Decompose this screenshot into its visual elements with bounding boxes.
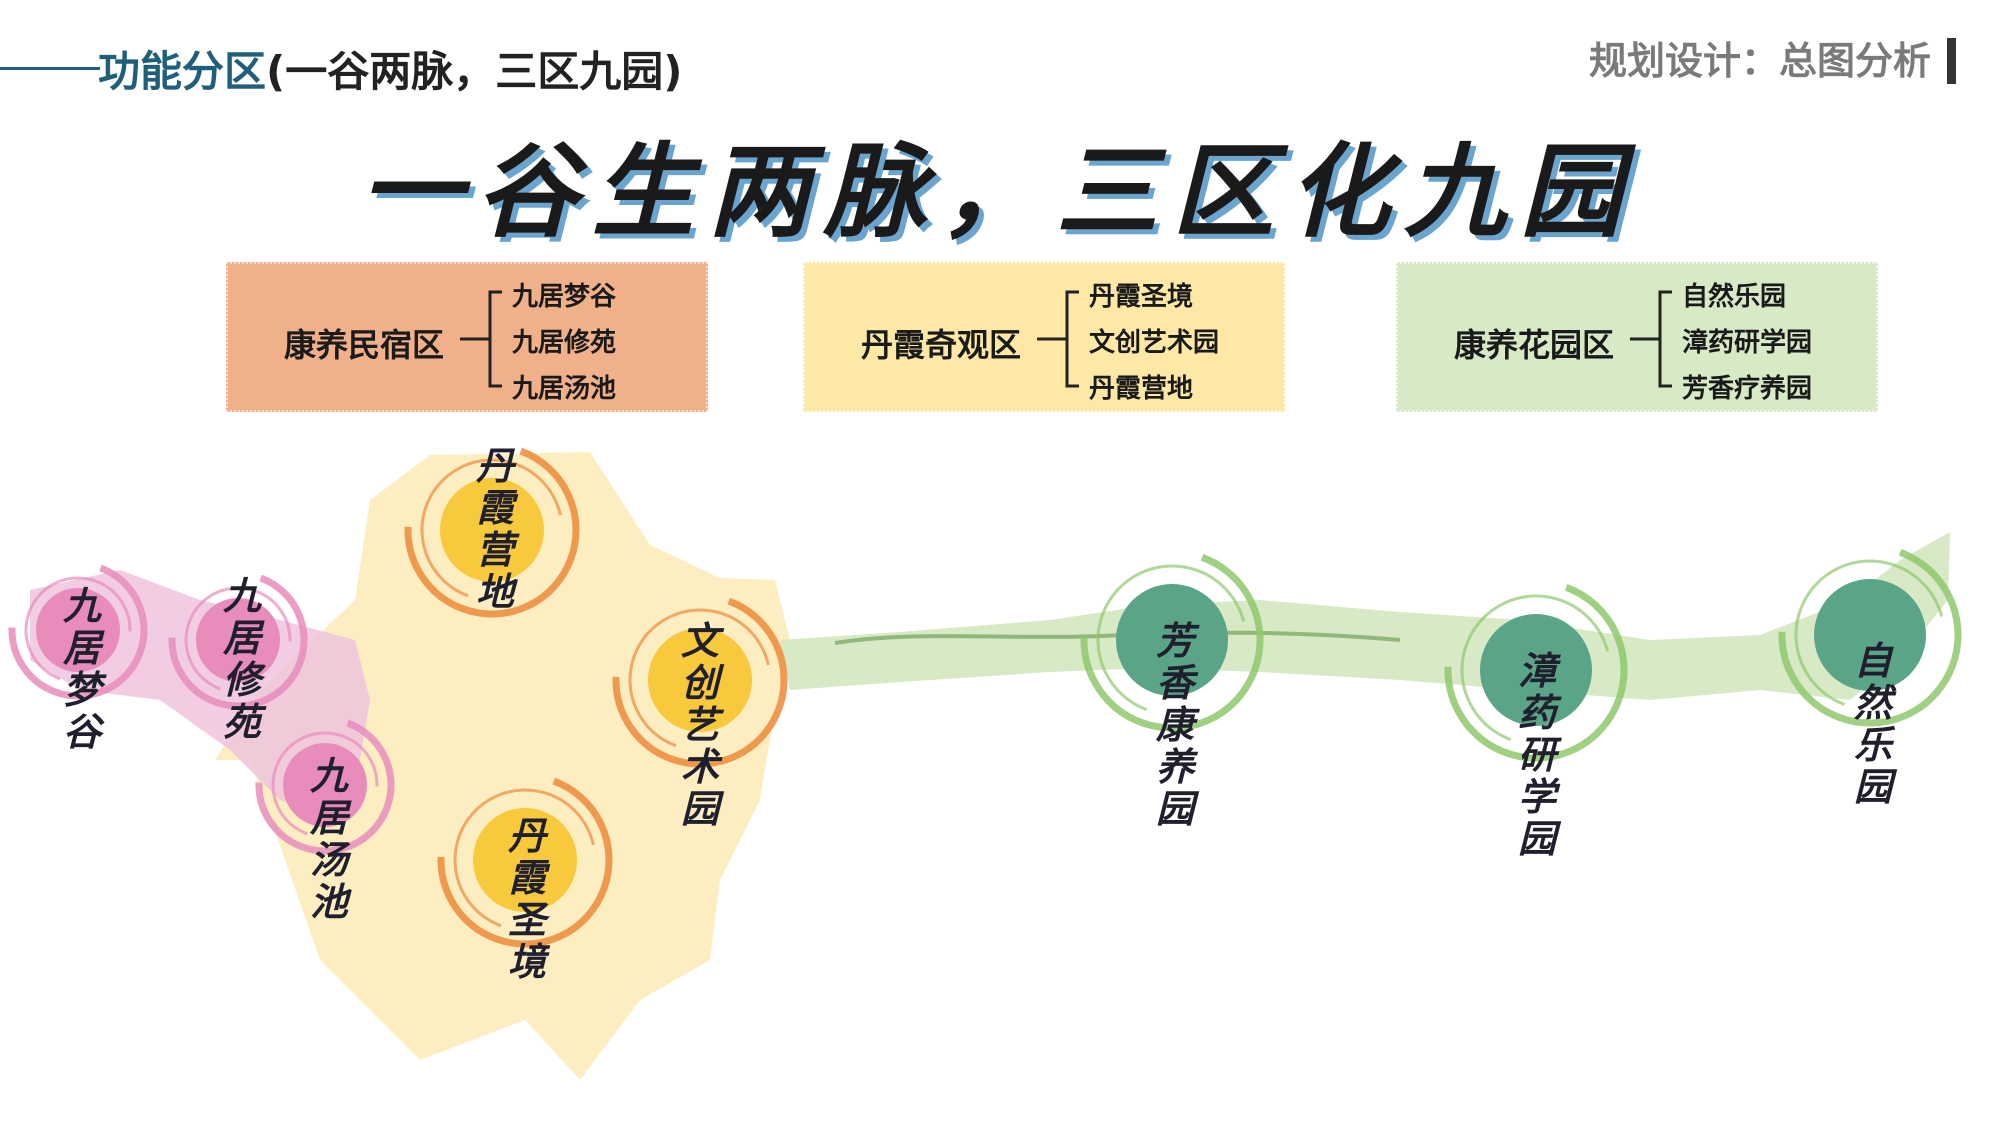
section-title: 功能分区(一谷两脉，三区九园): [98, 38, 682, 99]
node-label: 芳香康养园: [1155, 618, 1194, 831]
node-inner-ring: [420, 458, 564, 602]
node-wenchuang_yishuyuan: [612, 592, 788, 768]
node-jiuju_xiuyuan: [168, 570, 308, 710]
danxia-area: [215, 452, 790, 1080]
zone-box-garden: 康养花园区 自然乐园 漳药研学园 芳香疗养园: [1396, 262, 1878, 412]
node-ziran_leyuan: [1778, 543, 1962, 727]
node-label: 丹霞营地: [475, 443, 514, 614]
node-label: 九居梦谷: [62, 583, 101, 754]
node-dot: [36, 588, 120, 672]
zone-item: 九居梦谷: [512, 282, 617, 312]
node-dot: [440, 478, 544, 582]
node-dot: [648, 628, 752, 732]
node-ring: [612, 592, 788, 768]
node-label: 文创艺术园: [680, 618, 719, 831]
node-inner-ring: [453, 788, 597, 932]
zone-label: 康养花园区: [1454, 326, 1615, 364]
bracket-connector: [1037, 290, 1079, 388]
node-inner-ring: [271, 731, 379, 839]
section-title-main: 功能分区: [98, 47, 267, 96]
node-dot: [1814, 579, 1926, 691]
node-dot: [473, 808, 577, 912]
node-ring: [437, 772, 613, 948]
node-dot: [283, 743, 367, 827]
node-dot: [1480, 614, 1592, 726]
node-ring: [1444, 578, 1628, 762]
node-ring: [168, 570, 308, 710]
node-ring: [8, 560, 148, 700]
zone-box-homestay: 康养民宿区 九居梦谷 九居修苑 九居汤池: [226, 262, 708, 412]
zone-item: 文创艺术园: [1089, 328, 1220, 358]
zone-label: 康养民宿区: [284, 326, 445, 364]
zone-label: 丹霞奇观区: [861, 326, 1022, 364]
node-danxia_yingdi: [404, 442, 580, 618]
green-vein: [780, 532, 1950, 700]
node-dot: [196, 598, 280, 682]
node-ring: [404, 442, 580, 618]
node-dot: [1116, 584, 1228, 696]
node-danxia_shengjing: [437, 772, 613, 948]
node-label: 九居修苑: [222, 573, 261, 744]
node-inner-ring: [184, 586, 292, 694]
header-accent-line: [0, 67, 100, 70]
zone-item: 九居修苑: [512, 328, 617, 358]
zone-item: 丹霞圣境: [1089, 282, 1194, 312]
node-zhangyao_yanxueyuan: [1444, 578, 1628, 762]
node-jiuju_tangchi: [255, 715, 395, 855]
node-inner-ring: [24, 576, 132, 684]
green-vein-stroke: [834, 630, 1401, 645]
node-ring: [1080, 548, 1264, 732]
node-inner-ring: [628, 608, 772, 752]
node-ring: [255, 715, 395, 855]
bracket-connector: [460, 290, 502, 388]
node-label: 丹霞圣境: [507, 813, 546, 984]
node-jiuju_menggu: [8, 560, 148, 700]
bracket-connector: [1630, 290, 1672, 388]
zone-item: 九居汤池: [512, 374, 617, 404]
section-title-subtitle: (一谷两脉，三区九园): [266, 47, 683, 96]
zone-item: 自然乐园: [1682, 282, 1787, 312]
node-label: 自然乐园: [1853, 638, 1892, 809]
zone-item: 芳香疗养园: [1682, 374, 1813, 404]
node-label: 漳药研学园: [1517, 648, 1556, 861]
page-category-title: 规划设计：总图分析: [1589, 38, 1956, 84]
zone-item: 丹霞营地: [1089, 374, 1194, 404]
zone-box-danxia: 丹霞奇观区 丹霞圣境 文创艺术园 丹霞营地: [803, 262, 1285, 412]
slogan-title: 一谷生两脉，三区化九园: [360, 132, 1636, 252]
node-ring: [1778, 543, 1962, 727]
zone-item: 漳药研学园: [1682, 328, 1813, 358]
node-label: 九居汤池: [309, 753, 348, 924]
